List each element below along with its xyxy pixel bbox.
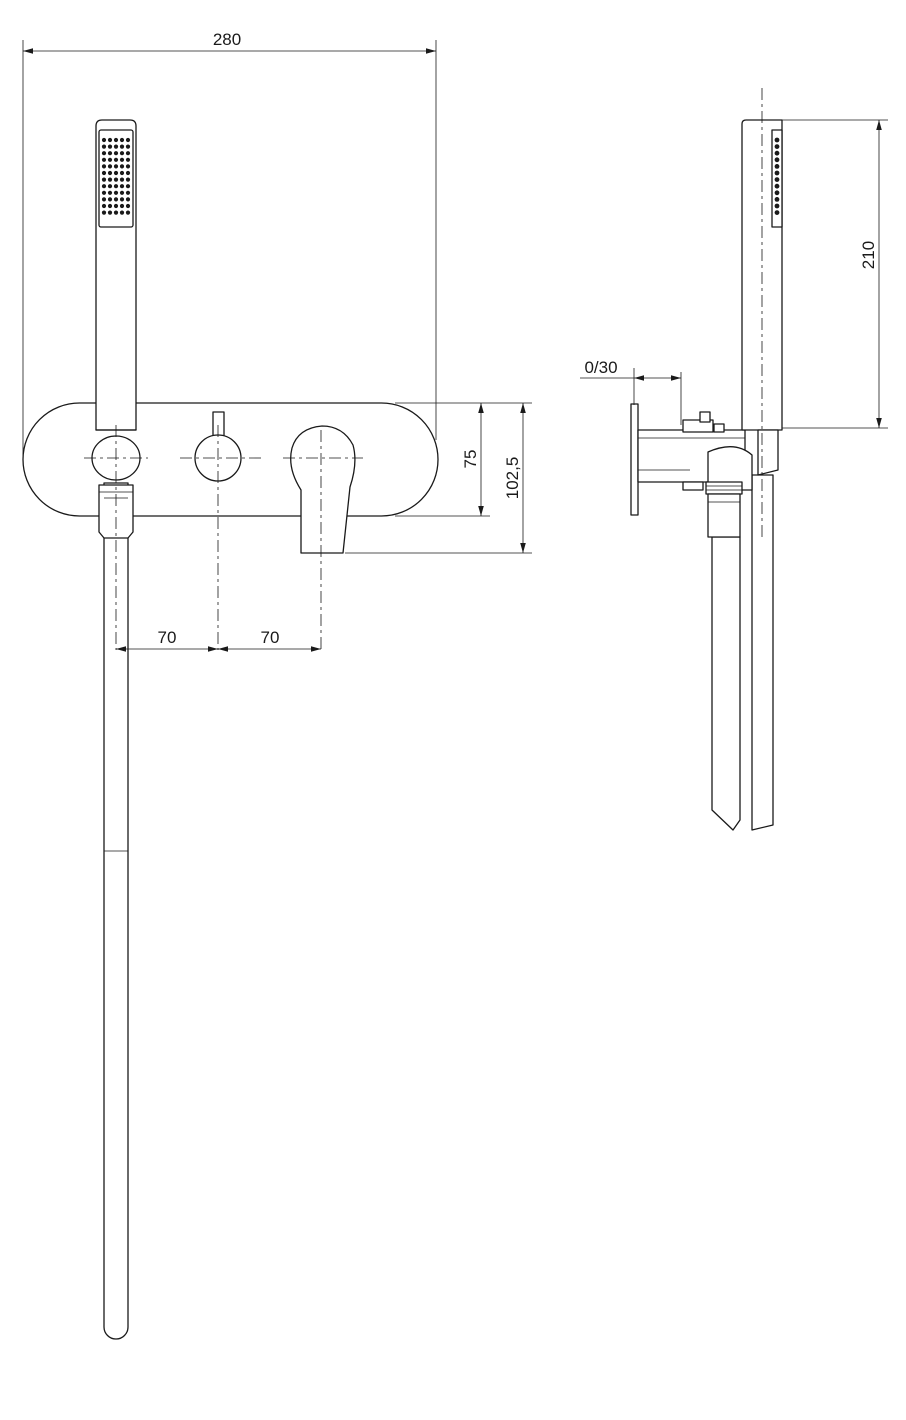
nozzle-dot (125, 177, 131, 182)
mixer-lever (290, 425, 356, 554)
nozzle-dot (107, 144, 113, 149)
side-nozzle-dot (774, 144, 780, 150)
front-view: 280 70 70 75 102,5 (22, 30, 532, 1340)
dim-total-height: 102,5 (503, 457, 522, 500)
side-nozzle-dot (774, 150, 780, 156)
nozzle-dot (107, 157, 113, 162)
nozzle-dot (101, 137, 107, 143)
nozzle-dot (113, 177, 119, 182)
nozzle-dot (107, 197, 113, 202)
spray-nozzles (101, 137, 131, 215)
nozzle-dot (101, 177, 107, 182)
nozzle-dot (119, 190, 125, 195)
dim-hand-shower-length: 210 (859, 241, 878, 269)
nozzle-dot (113, 203, 119, 209)
nozzle-dot (125, 203, 131, 209)
nozzle-dot (107, 177, 113, 182)
side-hose-nut (705, 481, 743, 495)
side-nozzle-dot (774, 183, 780, 189)
nozzle-dot (107, 184, 113, 189)
nozzle-dot (101, 184, 107, 189)
hand-shower (95, 119, 137, 431)
nozzle-dot (125, 184, 131, 189)
nozzle-dot (101, 210, 107, 215)
nozzle-dot (113, 210, 119, 215)
side-view: 0/30 210 (580, 88, 888, 831)
nozzle-dot (119, 184, 125, 189)
nozzle-dot (119, 197, 125, 202)
dim-spacing-right: 70 (261, 628, 280, 647)
nozzle-dot (107, 190, 113, 195)
nozzle-dot (107, 210, 113, 215)
dim-plate-height: 75 (461, 450, 480, 469)
side-nozzle-dot (774, 164, 780, 169)
nozzle-dot (119, 144, 125, 149)
nozzle-dot (113, 184, 119, 189)
side-hose-rear (711, 536, 741, 831)
nozzle-dot (101, 170, 107, 176)
nozzle-dot (125, 190, 131, 195)
dim-spacing-left: 70 (158, 628, 177, 647)
nozzle-dot (125, 164, 131, 169)
nozzle-dot (113, 151, 119, 156)
nozzle-dot (125, 170, 131, 176)
nozzle-dot (113, 157, 119, 162)
nozzle-dot (113, 164, 119, 169)
dim-wall-offset: 0/30 (584, 358, 617, 377)
nozzle-dot (113, 170, 119, 176)
nozzle-dot (107, 164, 113, 169)
nozzle-dot (101, 151, 107, 156)
nozzle-dot (101, 144, 107, 149)
side-spray-nozzles (774, 137, 780, 216)
nozzle-dot (119, 164, 125, 169)
side-nozzle-dot (774, 137, 780, 143)
nozzle-dot (101, 190, 107, 195)
nozzle-dot (107, 203, 113, 209)
nozzle-dot (119, 137, 125, 143)
nozzle-dot (125, 197, 131, 202)
nozzle-dot (113, 137, 119, 143)
nozzle-dot (113, 144, 119, 149)
shower-hose (103, 482, 129, 1340)
nozzle-dot (119, 177, 125, 182)
nozzle-dot (119, 203, 125, 209)
side-holder (707, 446, 753, 491)
nozzle-dot (107, 137, 113, 143)
nozzle-dot (107, 151, 113, 156)
nozzle-dot (101, 157, 107, 162)
nozzle-dot (113, 190, 119, 195)
nozzle-dot (119, 210, 125, 215)
side-nozzle-dot (774, 210, 780, 216)
nozzle-dot (119, 151, 125, 156)
nozzle-dot (101, 203, 107, 209)
nozzle-dot (119, 157, 125, 162)
side-nozzle-dot (774, 157, 780, 163)
nozzle-dot (125, 137, 131, 143)
side-nozzle-dot (774, 190, 780, 196)
nozzle-dot (125, 210, 131, 215)
wall-flange (630, 403, 639, 516)
side-hose-front (751, 474, 774, 831)
nozzle-dot (101, 197, 107, 202)
nozzle-dot (125, 144, 131, 149)
nozzle-dot (101, 164, 107, 169)
nozzle-dot (119, 170, 125, 176)
side-nozzle-dot (774, 170, 780, 176)
nozzle-dot (113, 197, 119, 202)
side-nozzle-dot (774, 203, 780, 209)
nozzle-dot (125, 151, 131, 156)
hand-shower-bezel (98, 129, 134, 228)
nozzle-dot (107, 170, 113, 176)
side-nozzle-dot (774, 197, 780, 202)
dim-overall-width: 280 (213, 30, 241, 49)
nozzle-dot (125, 157, 131, 162)
side-nozzle-dot (774, 177, 780, 183)
